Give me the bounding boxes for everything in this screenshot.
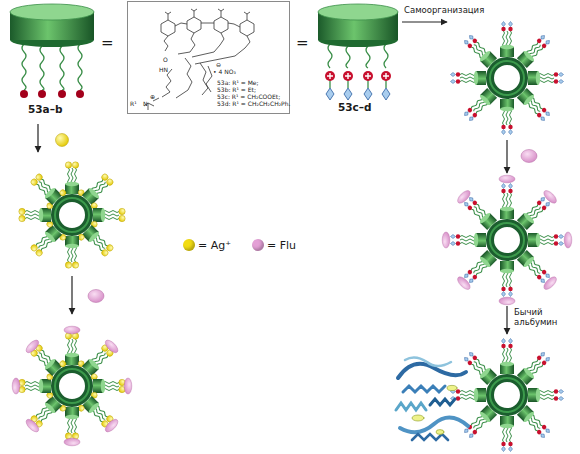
fluorescein-mark: [521, 150, 537, 163]
structure-text: R¹: [130, 101, 137, 107]
chemical-structure-part: [240, 20, 254, 36]
process-arrow: [71, 276, 72, 314]
compound-label: 53a–b: [28, 104, 62, 115]
calixarene-cylinder: [10, 4, 94, 98]
calixarene-cylinder-part: [10, 4, 94, 20]
structure-inset: O HN ⊕N R¹ ⊖• 4 NO₃ 53a: R¹ = Me;53b: R¹ = Et…: [127, 1, 290, 114]
chemical-structure-part: [187, 17, 201, 33]
nanoassembly-ring: [442, 175, 572, 305]
structure-text: 53a: R¹ = Me;: [217, 80, 259, 86]
chemical-structure-part: [164, 33, 250, 64]
silver-ion: [56, 134, 69, 147]
calixarene-cylinder: [318, 4, 398, 100]
structure-text: 53c: R¹ = CH₂COOEt;: [217, 94, 280, 100]
calixarene-cylinder-part: [328, 44, 388, 68]
structure-text: 53b: R¹ = Et;: [217, 87, 256, 93]
legend-swatch: [252, 239, 264, 251]
compound-cylinder: 53a–b: [8, 0, 100, 122]
chemical-structure-part: [161, 20, 175, 36]
calixarene-cylinder-part: [58, 90, 66, 98]
calixarene-cylinder-part: [327, 73, 389, 79]
process-arrow: [506, 140, 507, 173]
calixarene-cylinder-part: [76, 90, 84, 98]
nanoassembly-ring: [451, 22, 564, 135]
chemical-structure-part: [175, 23, 240, 27]
chemical-structure-part: [165, 9, 250, 20]
structure-text: 53d: R¹ = CH₂CH₂CH₂Ph.: [217, 101, 290, 107]
process-label: Самоорганизация: [404, 6, 484, 15]
equals-sign: =: [296, 36, 309, 51]
albumin-protein-part: [412, 415, 424, 421]
albumin-protein-part: [405, 357, 451, 366]
equals-sign: =: [101, 36, 114, 51]
structure-text: ⊕: [150, 94, 155, 100]
calixarene-cylinder-part: [330, 80, 386, 88]
albumin-protein-part: [430, 399, 455, 405]
compound-cylinder: 53c–d: [316, 0, 408, 122]
chemical-structure-part: [214, 17, 228, 33]
albumin-protein-part: [436, 430, 444, 435]
legend-text: = Ag⁺: [198, 240, 231, 251]
process-label: Бычий альбумин: [514, 308, 570, 328]
fluorescein-mark: [88, 290, 104, 303]
legend-swatch: [183, 239, 195, 251]
calixarene-cylinder-part: [326, 88, 390, 100]
structure-text: N: [143, 101, 148, 107]
chemical-structure-part: [162, 58, 212, 98]
albumin-protein-part: [447, 385, 457, 390]
structure-text: ⊖: [216, 62, 221, 68]
calixarene-cylinder-part: [38, 90, 46, 98]
structure-text: HN: [159, 67, 168, 73]
calixarene-cylinder-part: [22, 44, 82, 90]
albumin-protein-part: [403, 386, 445, 392]
structure-text: O: [163, 57, 168, 63]
process-arrow: [402, 21, 447, 22]
compound-label: 53c–d: [338, 102, 372, 113]
legend-text: = Flu: [267, 240, 296, 251]
calixarene-cylinder-part: [318, 4, 398, 20]
structure-text: • 4 NO₃: [213, 69, 236, 75]
nanoassembly-ring: [451, 339, 564, 452]
nanoassembly-ring: [19, 162, 125, 268]
process-arrow: [37, 124, 38, 152]
calixarene-cylinder-part: [20, 90, 28, 98]
albumin-protein-part: [400, 417, 468, 432]
albumin-protein-part: [412, 434, 448, 440]
nanoassembly-ring: [12, 326, 132, 446]
albumin-protein: [396, 357, 468, 440]
albumin-protein-part: [396, 403, 426, 410]
process-arrow: [506, 306, 507, 334]
